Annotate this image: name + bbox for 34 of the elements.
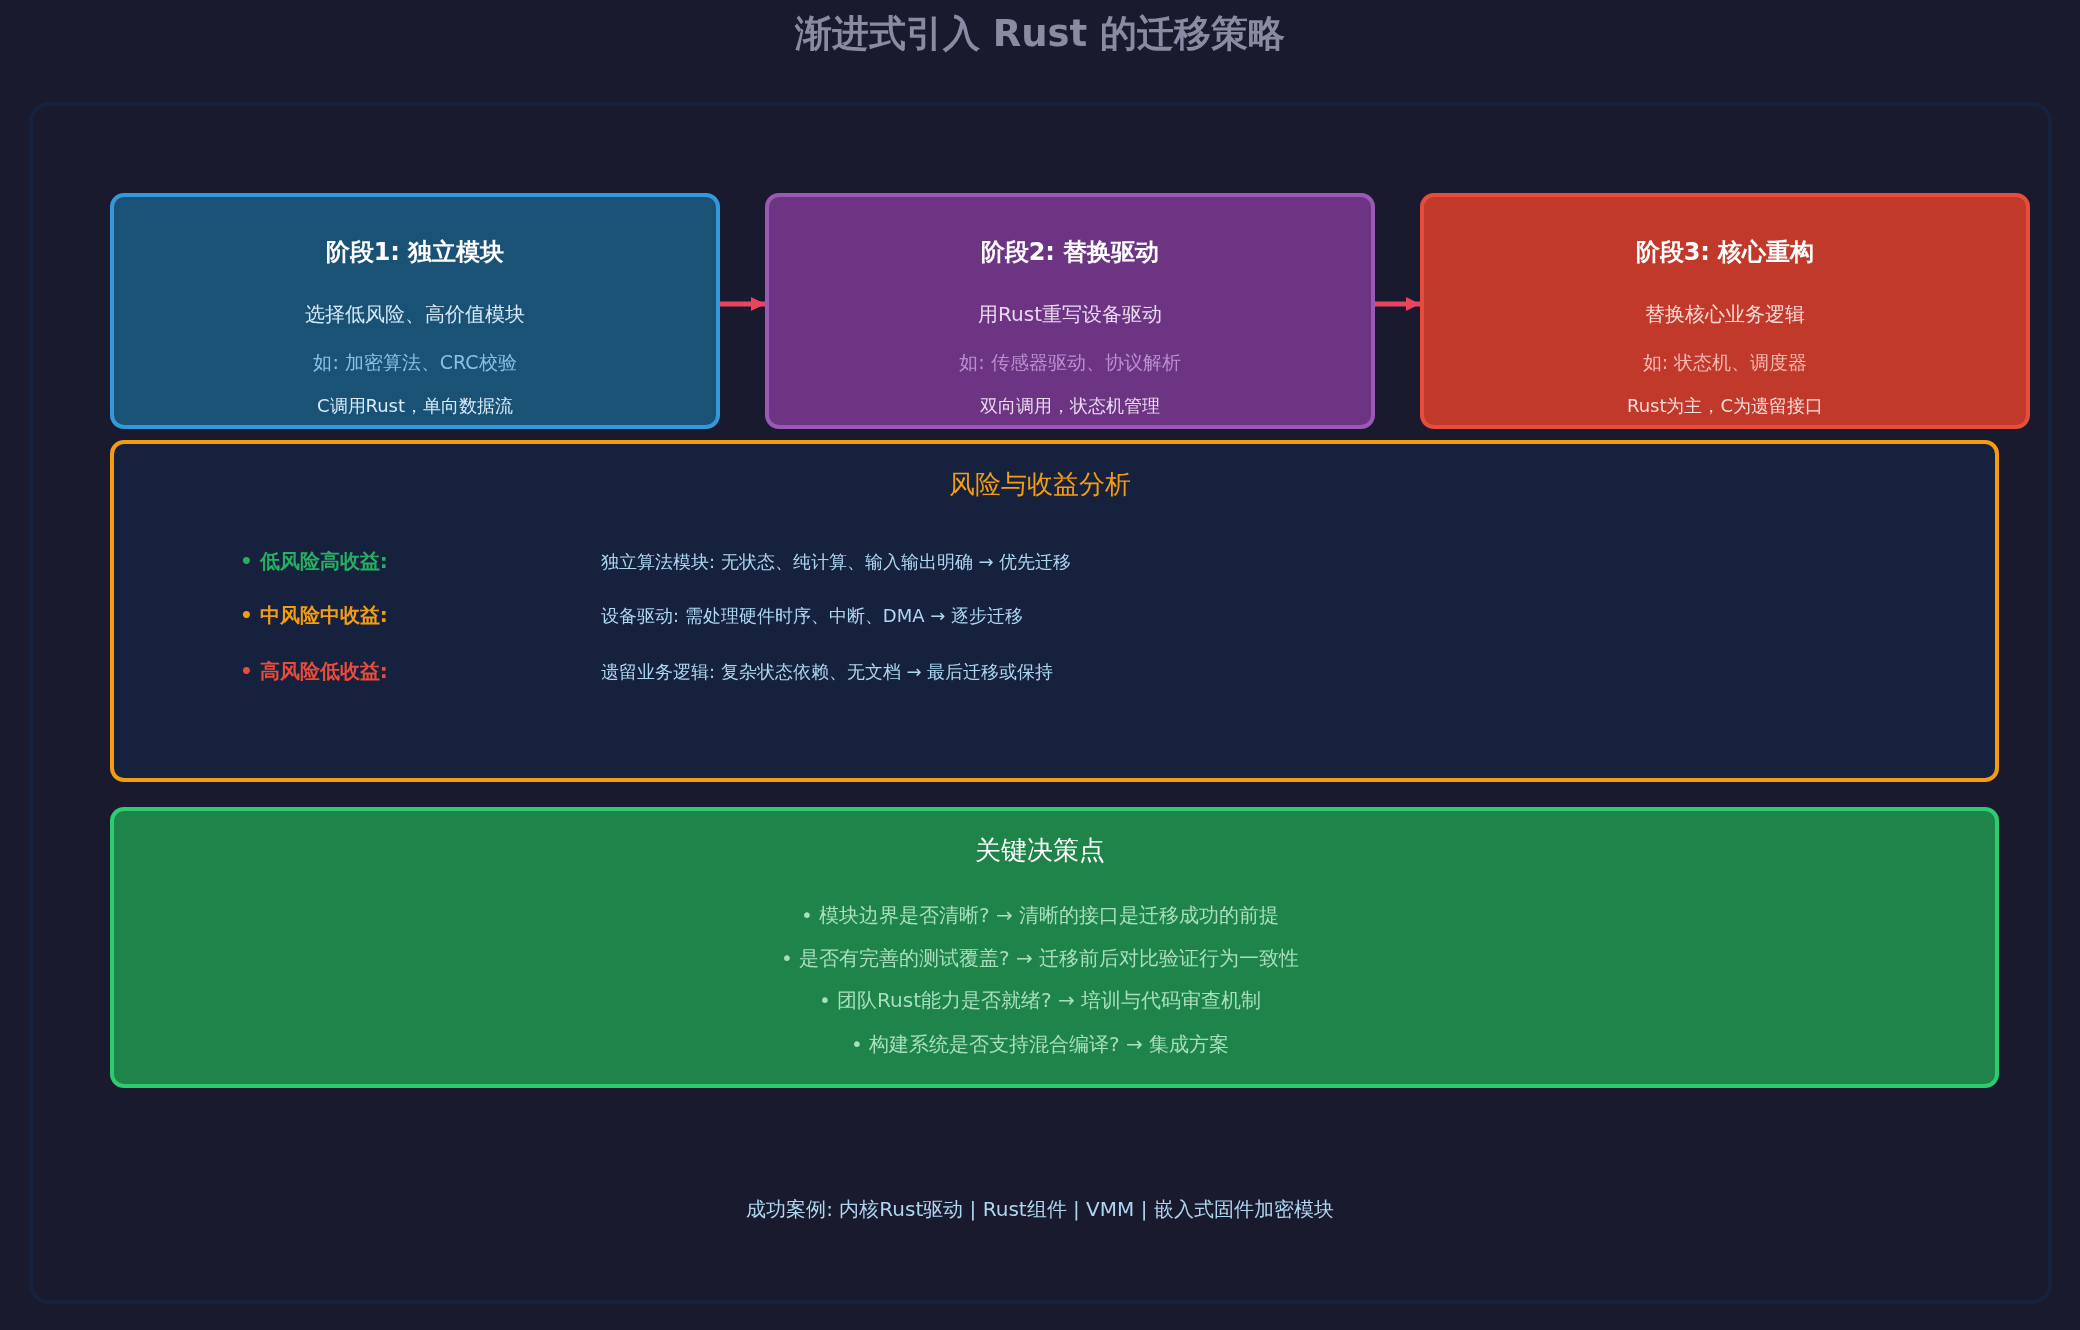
decision-panel: [110, 807, 1999, 1088]
analysis-panel: [110, 440, 1999, 782]
risk-label: • 低风险高收益:: [240, 548, 388, 574]
page-title: 渐进式引入 Rust 的迁移策略: [794, 11, 1286, 57]
stage-description: 选择低风险、高价值模块: [305, 301, 525, 327]
stage-title: 阶段2: 替换驱动: [980, 237, 1160, 267]
stage-title: 阶段1: 独立模块: [325, 237, 505, 267]
stage-note: C调用Rust，单向数据流: [316, 393, 514, 417]
stage-description: 替换核心业务逻辑: [1645, 301, 1805, 327]
stage-note: Rust为主，C为遗留接口: [1626, 393, 1824, 417]
arrow: [1375, 297, 1420, 311]
stage-description: 用Rust重写设备驱动: [978, 301, 1162, 327]
stage-example: 如: 状态机、调度器: [1642, 350, 1808, 374]
panel-heading: 关键决策点: [975, 833, 1105, 867]
decision-item: • 模块边界是否清晰? → 清晰的接口是迁移成功的前提: [800, 902, 1280, 928]
decision-item: • 构建系统是否支持混合编译? → 集成方案: [850, 1031, 1230, 1057]
risk-description: 独立算法模块: 无状态、纯计算、输入输出明确 → 优先迁移: [601, 549, 1072, 573]
stage-example: 如: 加密算法、CRC校验: [313, 350, 517, 374]
container-panel: [29, 102, 2052, 1304]
decision-item: • 是否有完善的测试覆盖? → 迁移前后对比验证行为一致性: [780, 945, 1300, 971]
stage-card: [110, 193, 720, 429]
risk-label: • 中风险中收益:: [240, 602, 388, 628]
stage-card: [765, 193, 1375, 429]
arrow: [720, 297, 765, 311]
risk-label: • 高风险低收益:: [240, 658, 388, 684]
risk-description: 设备驱动: 需处理硬件时序、中断、DMA → 逐步迁移: [601, 603, 1023, 627]
decision-item: • 团队Rust能力是否就绪? → 培训与代码审查机制: [818, 987, 1262, 1013]
footer-note: 成功案例: 内核Rust驱动 | Rust组件 | VMM | 嵌入式固件加密模块: [746, 1196, 1334, 1222]
risk-description: 遗留业务逻辑: 复杂状态依赖、无文档 → 最后迁移或保持: [601, 659, 1054, 683]
stage-card: [1420, 193, 2030, 429]
stage-title: 阶段3: 核心重构: [1635, 237, 1815, 267]
stage-example: 如: 传感器驱动、协议解析: [959, 350, 1181, 374]
stage-note: 双向调用，状态机管理: [980, 393, 1160, 417]
panel-heading: 风险与收益分析: [949, 467, 1131, 501]
